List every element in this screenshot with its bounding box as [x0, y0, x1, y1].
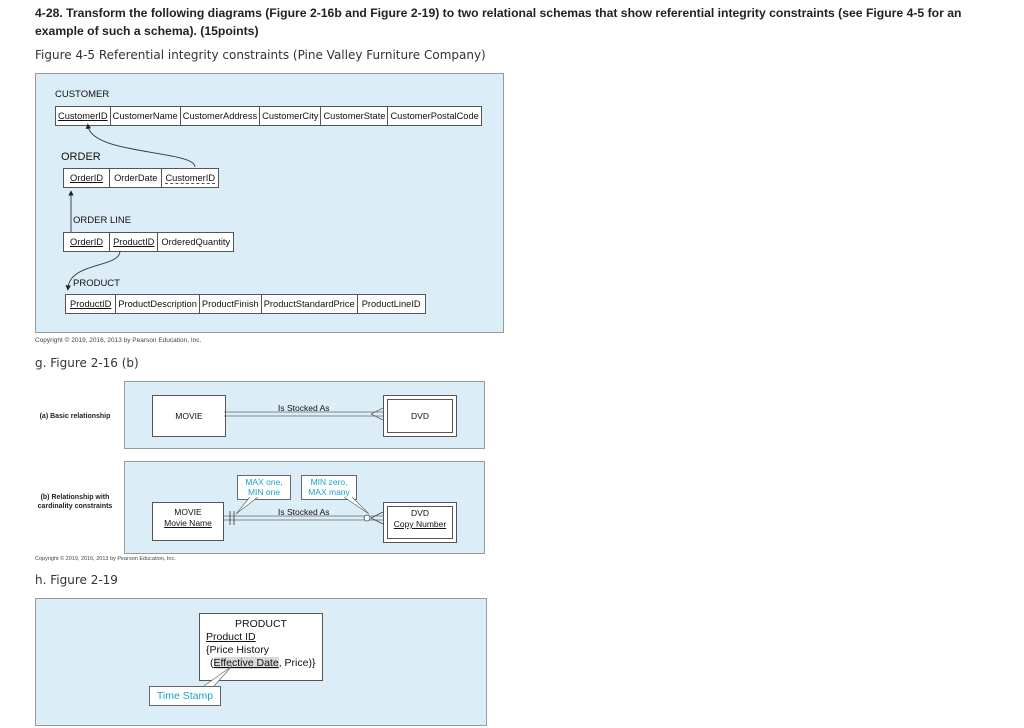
note-max-one-min-one: MAX one, MIN one	[237, 475, 291, 500]
product-id-attr: Product ID	[206, 631, 256, 643]
figure-g-copyright: Copyright © 2019, 2016, 2013 by Pearson …	[35, 556, 176, 562]
orderline-table-name: ORDER LINE	[73, 215, 132, 226]
figure-h-caption: h. Figure 2-19	[35, 573, 118, 587]
figure-4-5-caption: Figure 4-5 Referential integrity constra…	[35, 48, 486, 62]
dvd-entity-basic: DVD	[383, 395, 457, 437]
orderline-table: OrderID ProductID OrderedQuantity	[63, 232, 235, 252]
order-col-0: OrderID	[64, 169, 111, 187]
movie-name-attr: Movie Name	[164, 518, 212, 528]
product-entity: PRODUCT Product ID {Price History (Effec…	[199, 613, 323, 681]
product-col-4: ProductLineID	[361, 299, 421, 309]
customer-col-0: CustomerID	[56, 107, 111, 125]
customer-col-3: CustomerCity	[260, 107, 322, 125]
note1-line1: MAX one,	[245, 477, 283, 487]
product-col-0: ProductID	[66, 295, 117, 313]
dvd-entity-basic-inner: DVD	[387, 399, 453, 433]
product-col-1: ProductDescription	[116, 295, 200, 313]
relationship-label-basic: Is Stocked As	[278, 403, 330, 413]
orderline-to-product-line	[65, 250, 121, 291]
orderline-col-2: OrderedQuantity	[161, 237, 231, 247]
orderline-col-0: OrderID	[64, 233, 111, 251]
customer-col-5: CustomerPostalCode	[390, 111, 479, 121]
note2-line2: MAX many	[308, 487, 350, 497]
basic-rel-crowfoot	[370, 407, 384, 421]
order-table-name: ORDER	[61, 151, 101, 163]
order-col-2-text: CustomerID	[165, 173, 216, 184]
note2-pointer	[343, 496, 370, 515]
time-stamp-note: Time Stamp	[149, 686, 221, 706]
card-min-zero-circle	[363, 514, 371, 522]
dvd-entity-card: DVD Copy Number	[383, 502, 457, 543]
figure-g-caption: g. Figure 2-16 (b)	[35, 356, 139, 370]
price-attr: , Price)}	[278, 657, 316, 669]
movie-entity-basic: MOVIE	[152, 395, 226, 437]
note2-line1: MIN zero,	[310, 477, 348, 487]
dvd-entity-card-inner: DVD Copy Number	[387, 506, 453, 539]
customer-col-4: CustomerState	[321, 107, 389, 125]
note1-pointer	[235, 496, 259, 515]
dvd-entity-basic-label: DVD	[411, 411, 429, 421]
card-crowfoot	[370, 511, 384, 525]
relationship-label-card: Is Stocked As	[278, 507, 330, 517]
movie-entity-card: MOVIE Movie Name	[152, 502, 224, 541]
timestamp-pointer	[203, 665, 233, 687]
movie-entity-basic-label: MOVIE	[175, 411, 203, 421]
orderline-col-1: ProductID	[110, 233, 159, 251]
note1-line2: MIN one	[247, 487, 281, 497]
order-to-customer-line	[85, 123, 196, 168]
figure-4-5-copyright: Copyright © 2019, 2016, 2013 by Pearson …	[35, 337, 202, 344]
product-table-name: PRODUCT	[73, 278, 120, 289]
basic-relationship-label: (a) Basic relationship	[39, 413, 111, 420]
customer-col-1: CustomerName	[111, 107, 181, 125]
price-history-components: (Effective Date, Price)}	[210, 657, 316, 669]
movie-entity-card-label: MOVIE	[174, 507, 202, 517]
copy-number-attr: Copy Number	[393, 519, 447, 529]
price-history-attr: {Price History	[206, 644, 270, 656]
product-col-2: ProductFinish	[200, 295, 262, 313]
dvd-entity-card-label: DVD	[411, 508, 429, 518]
customer-col-2: CustomerAddress	[181, 107, 261, 125]
customer-table-name: CUSTOMER	[55, 89, 110, 100]
product-col-3: ProductStandardPrice	[262, 295, 358, 313]
effective-date-attr: Effective Date	[213, 657, 279, 669]
question-text: 4-28. Transform the following diagrams (…	[35, 6, 962, 38]
order-col-1: OrderDate	[110, 169, 163, 187]
product-table: ProductID ProductDescription ProductFini…	[65, 294, 426, 314]
order-col-2: CustomerID	[162, 169, 218, 187]
order-table: OrderID OrderDate CustomerID	[63, 168, 220, 188]
cardinality-label: (b) Relationship with cardinality constr…	[37, 494, 113, 510]
product-entity-title: PRODUCT	[235, 618, 287, 630]
note-min-zero-max-many: MIN zero, MAX many	[301, 475, 357, 500]
customer-table: CustomerID CustomerName CustomerAddress …	[55, 106, 482, 126]
